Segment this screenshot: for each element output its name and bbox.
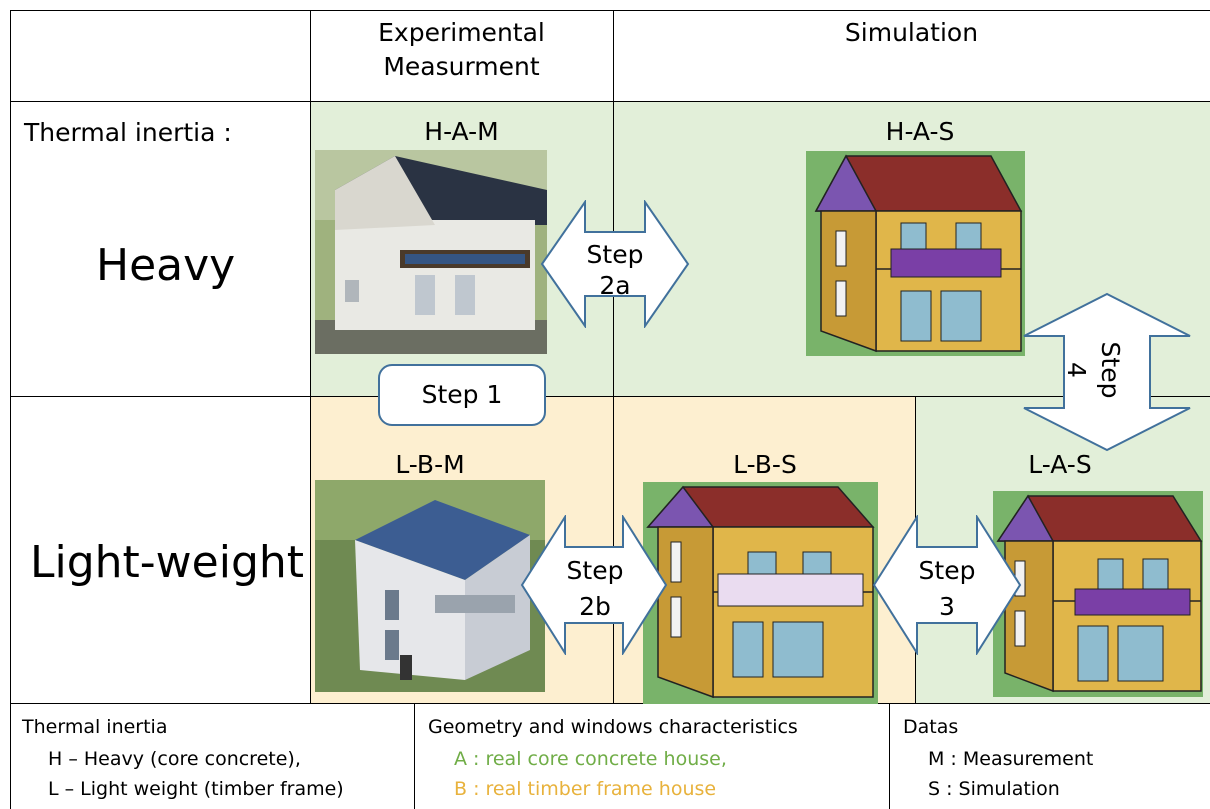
lbm-house-photo <box>315 480 545 692</box>
step-1-box <box>378 364 546 426</box>
lbs-label: L-B-S <box>733 450 797 479</box>
step-2b-arrow <box>520 515 668 655</box>
step-4-label-line2: 4 <box>1062 362 1091 378</box>
step-3-arrow <box>872 515 1022 655</box>
step-3-label-line2: 3 <box>939 592 955 621</box>
legend-thermal-heavy: H – Heavy (core concrete), <box>48 748 301 770</box>
step-4-label-line1: Step <box>1096 341 1125 399</box>
legend-thermal-title: Thermal inertia <box>22 716 168 738</box>
header-experimental-label: Experimental Measurment <box>378 18 545 81</box>
step-3-label-line1: Step <box>918 556 976 585</box>
step-2a-label-line1: Step <box>586 240 644 269</box>
legend-datas-title: Datas <box>903 716 959 738</box>
legend-geometry-b: B : real timber frame house <box>454 778 717 800</box>
legend-geometry-a: A : real core concrete house, <box>454 748 727 770</box>
header-blank-cell <box>10 10 310 102</box>
thermal-inertia-label: Thermal inertia : <box>24 118 232 147</box>
step-2a-label-line2: 2a <box>599 271 631 300</box>
header-simulation-cell <box>613 10 1210 102</box>
has-label: H-A-S <box>885 117 955 146</box>
light-weight-label: Light-weight <box>30 537 305 588</box>
legend-datas-simulation: S : Simulation <box>928 778 1060 800</box>
step-1-label: Step 1 <box>421 380 503 409</box>
step-4-arrow <box>1023 292 1191 452</box>
step-2b-label-line1: Step <box>566 556 624 585</box>
legend-datas-measurement: M : Measurement <box>928 748 1094 770</box>
legend-geometry-box <box>415 704 890 809</box>
header-experimental-cell <box>310 10 613 102</box>
ham-label: H-A-M <box>424 117 499 146</box>
ham-house-photo <box>315 150 547 354</box>
light-row-label-cell <box>10 397 310 704</box>
heavy-label: Heavy <box>96 240 236 291</box>
step-2b-label-line2: 2b <box>579 592 611 621</box>
legend-thermal-box <box>10 704 415 809</box>
heavy-row-label-cell <box>10 102 310 397</box>
lbm-label: L-B-M <box>395 450 465 479</box>
legend-thermal-light: L – Light weight (timber frame) <box>48 778 344 800</box>
header-simulation-label: Simulation <box>844 18 979 47</box>
las-house-model <box>993 491 1203 697</box>
step-2a-arrow <box>540 200 690 328</box>
las-label: L-A-S <box>1028 450 1092 479</box>
lbs-house-model <box>643 482 878 704</box>
legend-geometry-title: Geometry and windows characteristics <box>428 716 798 738</box>
step-4-label: Step 4 <box>1037 330 1177 410</box>
has-house-model <box>806 151 1025 356</box>
